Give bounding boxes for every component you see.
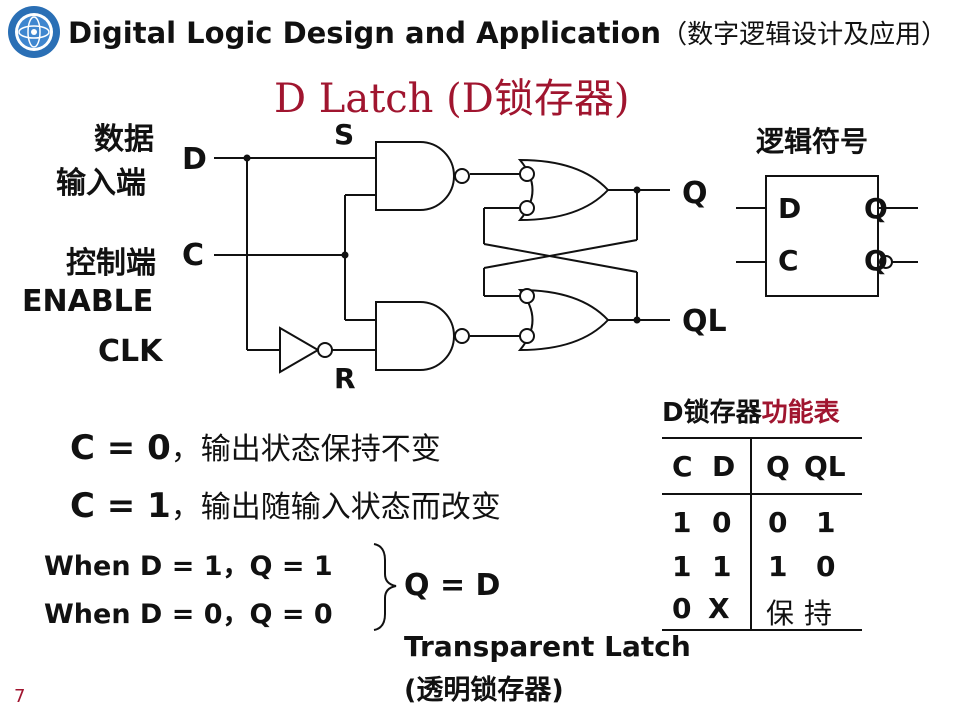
data-input-label-2: 输入端: [56, 166, 146, 201]
transparent-latch-cn: (透明锁存器): [404, 675, 564, 706]
function-table-title-red: 功能表: [761, 398, 840, 428]
brace-icon: [373, 543, 397, 631]
condition-c0-text: ，输出状态保持不变: [170, 432, 441, 467]
function-table-lines: [662, 437, 862, 631]
condition-c1: C = 1，输出随输入状态而改变: [70, 482, 501, 526]
data-input-label-1: 数据: [94, 122, 154, 157]
or-gate-lower: [517, 288, 610, 352]
university-logo-icon: [8, 6, 60, 58]
c-input-label: C: [182, 238, 205, 273]
table-cell: X: [708, 592, 730, 625]
table-cell: 1: [816, 506, 836, 539]
symbol-pin-d: D: [778, 192, 802, 225]
logic-symbol-title: 逻辑符号: [756, 125, 869, 158]
or-gate-upper: [517, 158, 610, 222]
table-cell: 持: [804, 597, 833, 630]
table-cell: 1: [712, 550, 732, 583]
table-header-ql: QL: [804, 450, 846, 483]
q-equals-d: Q = D: [404, 568, 501, 603]
table-cell: 1: [672, 550, 692, 583]
enable-label: ENABLE: [22, 284, 154, 319]
course-header: Digital Logic Design and Application（数字逻…: [68, 14, 947, 51]
control-input-label: 控制端: [66, 246, 156, 281]
page-number: 7: [14, 686, 26, 707]
d-input-label: D: [182, 142, 207, 177]
clk-label: CLK: [98, 334, 163, 369]
condition-c1-prefix: C = 1: [70, 486, 171, 526]
s-label: S: [334, 118, 355, 151]
table-cell: 1: [768, 550, 788, 583]
inverter-gate: [279, 326, 333, 374]
table-cell: 1: [672, 506, 692, 539]
course-title-cn: （数字逻辑设计及应用）: [661, 20, 948, 50]
function-table-title-black: D锁存器: [662, 398, 762, 428]
table-header-d: D: [712, 450, 736, 483]
when-d0-line: When D = 0，Q = 0: [44, 599, 333, 630]
q-output-label: Q: [682, 176, 708, 211]
slide-title: D Latch (D锁存器): [274, 76, 630, 122]
symbol-pin-q: Q: [864, 192, 888, 225]
nand-gate-lower: [375, 301, 470, 371]
table-header-q: Q: [766, 450, 790, 483]
nand-gate-upper: [375, 141, 470, 211]
ql-output-label: QL: [682, 304, 727, 339]
table-cell: 0: [768, 506, 788, 539]
when-d1-line: When D = 1，Q = 1: [44, 551, 333, 582]
logic-symbol-box: [736, 175, 918, 297]
r-label: R: [334, 362, 356, 395]
transparent-latch-label: Transparent Latch: [404, 630, 691, 663]
course-title-en: Digital Logic Design and Application: [68, 16, 662, 50]
table-cell: 0: [672, 592, 692, 625]
table-cell: 0: [816, 550, 836, 583]
condition-c0-prefix: C = 0: [70, 428, 171, 468]
table-cell: 0: [712, 506, 732, 539]
table-cell: 保: [766, 597, 795, 630]
symbol-pin-c: C: [778, 244, 799, 277]
function-table-title: D锁存器功能表: [662, 392, 840, 429]
condition-c1-text: ，输出随输入状态而改变: [170, 490, 501, 525]
symbol-pin-qbar: Q: [864, 244, 888, 277]
condition-c0: C = 0，输出状态保持不变: [70, 424, 441, 468]
table-header-c: C: [672, 450, 693, 483]
